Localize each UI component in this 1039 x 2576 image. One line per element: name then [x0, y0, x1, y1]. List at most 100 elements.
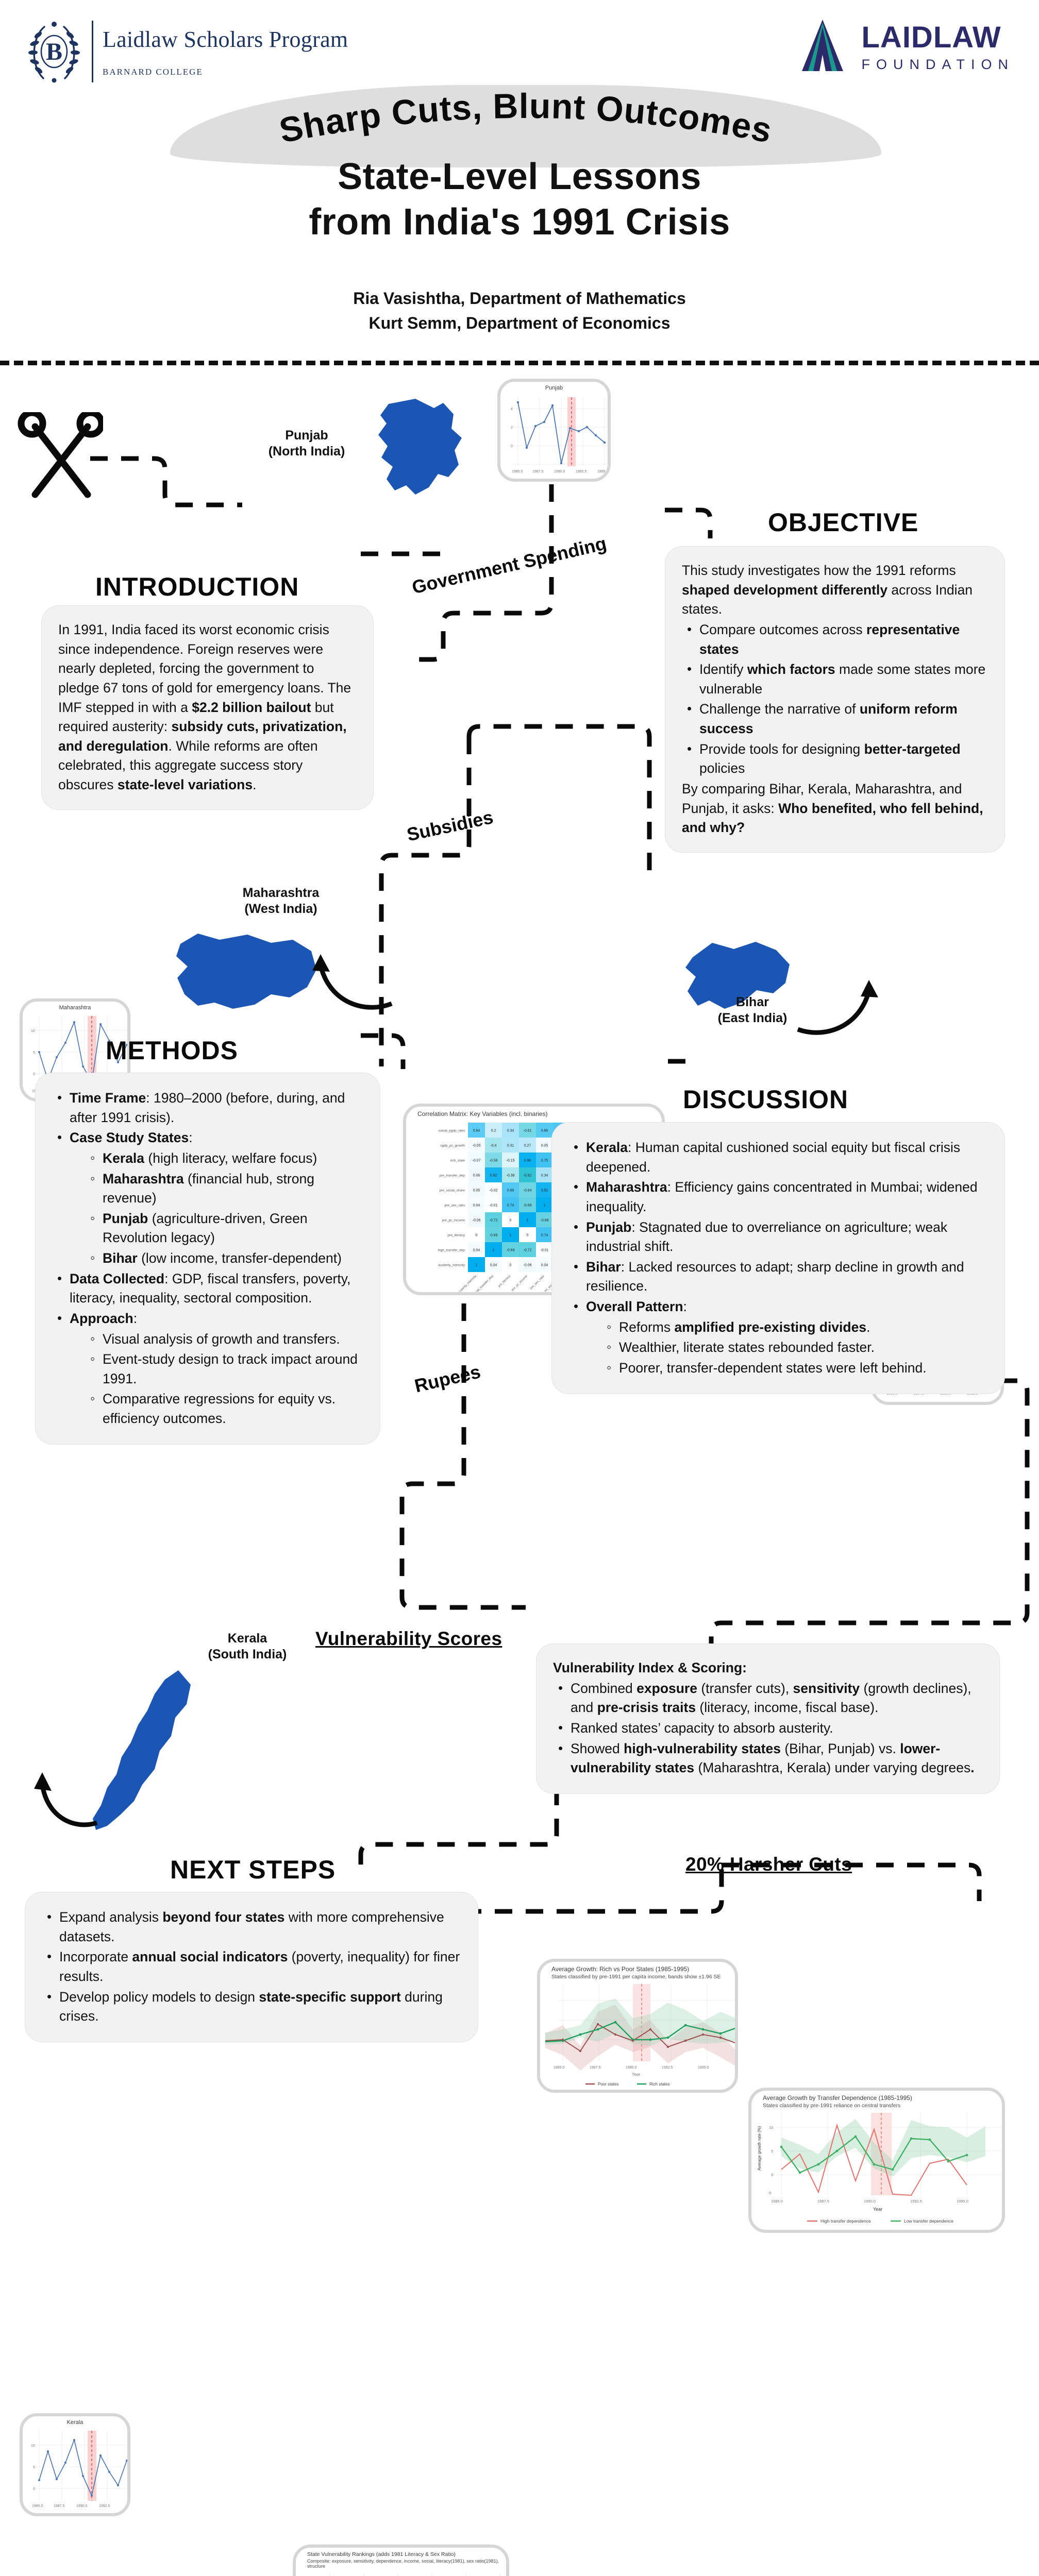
heatmap-value: 0.34 [541, 1174, 548, 1178]
heatmap-cell [502, 1257, 519, 1272]
map-name-maharashtra: Maharashtra [242, 886, 320, 900]
heatmap-cell [519, 1167, 536, 1182]
section-heading-objective: OBJECTIVE [768, 508, 919, 537]
heatmap-cell [536, 1227, 553, 1242]
heatmap-cell [468, 1153, 485, 1167]
scissors-icon [15, 409, 105, 513]
list-item: Comparative regressions for equity vs. e… [86, 1389, 363, 1428]
flow-label-government-spending: Government Spending [410, 532, 609, 598]
list-item: Poorer, transfer-dependent states were l… [602, 1358, 988, 1378]
heatmap-value: 0 [476, 1234, 478, 1238]
list-item: Kerala: Human capital cushioned social e… [568, 1138, 988, 1177]
map-region-punjab: (North India) [268, 444, 345, 459]
heatmap-value: 0.05 [473, 1189, 480, 1193]
heatmap-value: 0.06 [473, 1174, 480, 1178]
list-item: Punjab (agriculture-driven, Green Revolu… [86, 1209, 363, 1248]
heatmap-cell [485, 1182, 502, 1197]
list-item: Reforms amplified pre-existing divides. [602, 1317, 988, 1337]
barnard-crest-icon: B [26, 15, 82, 88]
list-item: Bihar (low income, transfer-dependent) [86, 1248, 363, 1268]
heatmap-row-label: pre_sex_ratio [445, 1204, 465, 1208]
list-item: Provide tools for designing better-targe… [682, 739, 988, 778]
heatmap-cell [485, 1138, 502, 1153]
heatmap-value: 1 [527, 1219, 529, 1223]
heatmap-value: 0.92 [490, 1174, 497, 1178]
map-shape-bihar [685, 942, 790, 1009]
chart-title-kerala: Kerala [66, 2419, 83, 2426]
heatmap-value: -0.72 [524, 1249, 532, 1252]
map-region-kerala: (South India) [208, 1647, 287, 1662]
heatmap-row-label: social_pgdp_ratio [439, 1129, 465, 1133]
heatmap-value: -0.69 [507, 1249, 515, 1252]
heatmap-value: 0.27 [524, 1144, 531, 1148]
poster-header: B [0, 0, 1039, 124]
heatmap-cell [519, 1227, 536, 1242]
heatmap-col-label: pre_literacy [498, 1275, 511, 1288]
flow-label-rupees: Rupees [412, 1361, 483, 1397]
list-item: Ranked states’ capacity to absorb auster… [553, 1718, 983, 1738]
heatmap-row-label: austerity_intensity [438, 1264, 465, 1267]
heatmap-cell [468, 1138, 485, 1153]
heatmap-value: 0.04 [490, 1264, 497, 1267]
heatmap-col-label: pre_sex_ratio [530, 1275, 545, 1290]
vulnerability-card-title: Vulnerability Index & Scoring: [553, 1660, 747, 1675]
heatmap-value: -0.61 [524, 1129, 532, 1133]
heatmap-value: 0.74 [507, 1204, 514, 1208]
heatmap-row-label: pre_transfer_dep [439, 1174, 465, 1178]
svg-text:1992.5: 1992.5 [99, 2504, 110, 2508]
heatmap-value: -0.01 [541, 1249, 549, 1252]
heatmap-value: -0.4 [490, 1144, 496, 1148]
heatmap-cell [536, 1167, 553, 1182]
heatmap-value: 0.2 [491, 1129, 496, 1133]
heatmap-cell [519, 1242, 536, 1257]
heatmap-value: 0.74 [541, 1234, 548, 1238]
svg-text:1987.5: 1987.5 [532, 470, 544, 473]
heatmap-cell [502, 1227, 519, 1242]
heatmap-cell [502, 1153, 519, 1167]
heatmap-value: 0.68 [507, 1189, 514, 1193]
svg-text:5: 5 [33, 1051, 35, 1055]
map-name-kerala: Kerala [227, 1631, 267, 1646]
svg-text:1987.5: 1987.5 [54, 2504, 65, 2508]
svg-text:0: 0 [511, 445, 513, 448]
heatmap-value: 0.92 [541, 1189, 548, 1193]
banner-shape [170, 85, 881, 167]
list-item: Wealthier, literate states rebounded fas… [602, 1337, 988, 1358]
methods-sub-list-states: Kerala (high literacy, welfare focus) Ma… [70, 1148, 363, 1268]
svg-text:1992.5: 1992.5 [662, 2066, 673, 2070]
svg-text:1992.5: 1992.5 [910, 2199, 922, 2204]
heatmap-value: -0.72 [490, 1219, 498, 1223]
heatmap-value: -0.58 [490, 1159, 498, 1163]
chart-title-correlation: Correlation Matrix: Key Variables (incl.… [417, 1110, 548, 1117]
map-shape-maharashtra [176, 934, 316, 1009]
introduction-body: In 1991, India faced its worst economic … [58, 622, 351, 792]
heatmap-value: -0.06 [473, 1219, 481, 1223]
heatmap-value: 0.31 [507, 1144, 514, 1148]
chart-title-maharashtra: Maharashtra [59, 1005, 91, 1011]
heatmap-cell [502, 1138, 519, 1153]
heatmap-cell [485, 1197, 502, 1212]
arrow-to-kerala-chart [31, 1762, 103, 1837]
legend-low-transfer-dependence: Low transfer dependence [904, 2218, 953, 2224]
chart-subtitle-growth-rich-poor: States classified by pre-1991 per capita… [551, 1974, 721, 1980]
heatmap-value: 1 [544, 1204, 546, 1208]
author-block: Ria Vasishtha, Department of Mathematics… [0, 286, 1039, 335]
list-item: Identify which factors made some states … [682, 659, 988, 699]
barnard-college-label: BARNARD COLLEGE [103, 66, 203, 77]
svg-text:1990.0: 1990.0 [864, 2199, 876, 2204]
list-item: Maharashtra (financial hub, strong reven… [86, 1168, 363, 1208]
svg-text:1987.5: 1987.5 [817, 2199, 829, 2204]
heatmap-cell [485, 1227, 502, 1242]
list-item: Punjab: Stagnated due to overreliance on… [568, 1217, 988, 1257]
chart-title-punjab: Punjab [545, 385, 563, 391]
heatmap-cell [536, 1257, 553, 1272]
svg-text:B: B [46, 38, 62, 65]
svg-text:1985.0: 1985.0 [512, 470, 523, 473]
list-item: Compare outcomes across representative s… [682, 620, 988, 659]
chart-subtitle-growth-transfer-dep: States classified by pre-1991 reliance o… [763, 2103, 901, 2109]
map-label-maharashtra: Maharashtra (West India) [216, 885, 345, 918]
svg-text:10: 10 [31, 1029, 35, 1033]
section-heading-methods: METHODS [106, 1036, 238, 1065]
heatmap-value: -0.07 [473, 1159, 481, 1163]
